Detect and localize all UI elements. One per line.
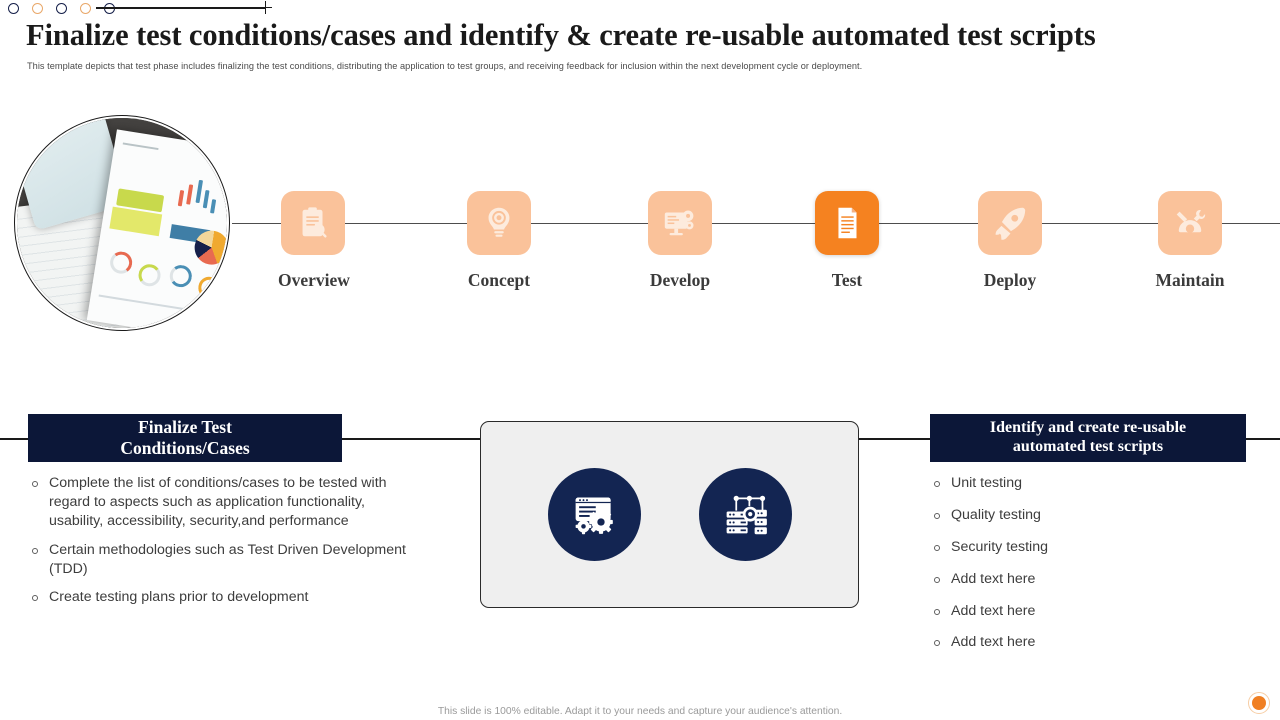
timeline-step-concept[interactable]: Concept [464, 191, 534, 291]
server-network-target-icon [726, 495, 767, 534]
list-item-text: Complete the list of conditions/cases to… [49, 475, 387, 529]
rule-left-to-center [342, 438, 481, 440]
bullet-marker-icon [934, 544, 940, 551]
gear-tools-icon [1176, 210, 1206, 233]
left-card-heading-line1: Finalize Test [138, 417, 232, 438]
timeline-step-deploy[interactable]: Deploy [975, 191, 1045, 291]
list-item-text: Create testing plans prior to developmen… [49, 589, 309, 606]
lightbulb-gear-icon [488, 207, 510, 237]
list-item: Quality testing [934, 506, 1254, 525]
deco-dot-3 [56, 2, 67, 14]
list-item-text: Add text here [951, 602, 1036, 619]
bullet-marker-icon [32, 547, 38, 554]
page-subtitle: This template depicts that test phase in… [27, 61, 863, 71]
bullet-marker-icon [32, 595, 38, 602]
timeline-label-maintain: Maintain [1155, 270, 1225, 290]
clipboard-search-icon [302, 207, 327, 238]
browser-settings-gears-icon [575, 497, 613, 534]
bullet-marker-icon [934, 640, 940, 647]
list-item-text: Certain methodologies such as Test Drive… [49, 541, 406, 577]
timeline-tile-test[interactable] [815, 191, 879, 255]
page-title: Finalize test conditions/cases and ident… [26, 18, 1096, 52]
left-card-bullet-list: Complete the list of conditions/cases to… [32, 474, 418, 617]
list-item-text: Security testing [951, 538, 1048, 555]
right-card-heading-line1: Identify and create re-usable [989, 419, 1187, 437]
monitor-gear-icon [664, 210, 694, 236]
timeline-tile-develop[interactable] [648, 191, 712, 255]
timeline-label-develop: Develop [649, 270, 711, 290]
document-lines-icon [838, 207, 857, 239]
deco-dot-4 [80, 2, 91, 14]
rule-center-to-right [858, 438, 930, 440]
list-item: Add text here [934, 570, 1254, 589]
deco-dot-1 [8, 2, 19, 14]
timeline-label-overview: Overview [278, 270, 350, 290]
right-card-heading-line2: automated test scripts [1012, 438, 1164, 455]
left-card-heading-line2: Conditions/Cases [120, 438, 250, 458]
deco-dot-2 [32, 2, 43, 14]
left-card-heading: Finalize Test Conditions/Cases [28, 414, 342, 462]
list-item-text: Unit testing [951, 475, 1022, 491]
bullet-marker-icon [934, 608, 940, 615]
list-item: Security testing [934, 538, 1254, 557]
right-card-bullet-list: Unit testing Quality testing Security te… [934, 474, 1254, 652]
timeline-tile-deploy[interactable] [978, 191, 1042, 255]
timeline-label-deploy: Deploy [983, 270, 1037, 290]
bullet-marker-icon [934, 512, 940, 519]
list-item: Add text here [934, 602, 1254, 621]
center-illustration-panel [480, 421, 859, 608]
timeline-step-overview[interactable]: Overview [278, 191, 350, 291]
timeline-step-maintain[interactable]: Maintain [1155, 191, 1225, 291]
corner-badge-icon [1248, 692, 1270, 714]
icon-badge-browser-settings [547, 468, 641, 561]
photo-content [17, 118, 227, 328]
footer-note: This slide is 100% editable. Adapt it to… [437, 706, 843, 717]
list-item: Unit testing [934, 474, 1254, 493]
timeline-step-develop[interactable]: Develop [645, 191, 715, 291]
timeline-step-test[interactable]: Test [812, 191, 882, 291]
list-item: Create testing plans prior to developmen… [32, 588, 418, 607]
rule-far-right [1244, 438, 1280, 440]
rule-far-left [0, 438, 28, 440]
timeline-tile-overview[interactable] [281, 191, 345, 255]
rocket-icon [995, 207, 1026, 240]
timeline-tile-maintain[interactable] [1158, 191, 1222, 255]
list-item-text: Add text here [951, 634, 1036, 651]
hero-photo [14, 115, 230, 331]
list-item: Add text here [934, 633, 1254, 652]
list-item-text: Quality testing [951, 506, 1041, 523]
plus-cross-icon [259, 1, 272, 14]
bullet-marker-icon [934, 481, 940, 487]
bullet-marker-icon [32, 481, 38, 487]
timeline-connector-line [232, 223, 1280, 225]
list-item: Certain methodologies such as Test Drive… [32, 541, 418, 579]
list-item: Complete the list of conditions/cases to… [32, 474, 418, 531]
timeline-label-concept: Concept [467, 270, 531, 290]
timeline-tile-concept[interactable] [467, 191, 531, 255]
icon-badge-server-network [698, 468, 792, 561]
decorative-line [96, 7, 266, 9]
right-card-heading: Identify and create re-usable automated … [930, 414, 1246, 462]
bullet-marker-icon [934, 576, 940, 583]
list-item-text: Add text here [951, 570, 1036, 587]
timeline-label-test: Test [831, 270, 863, 290]
